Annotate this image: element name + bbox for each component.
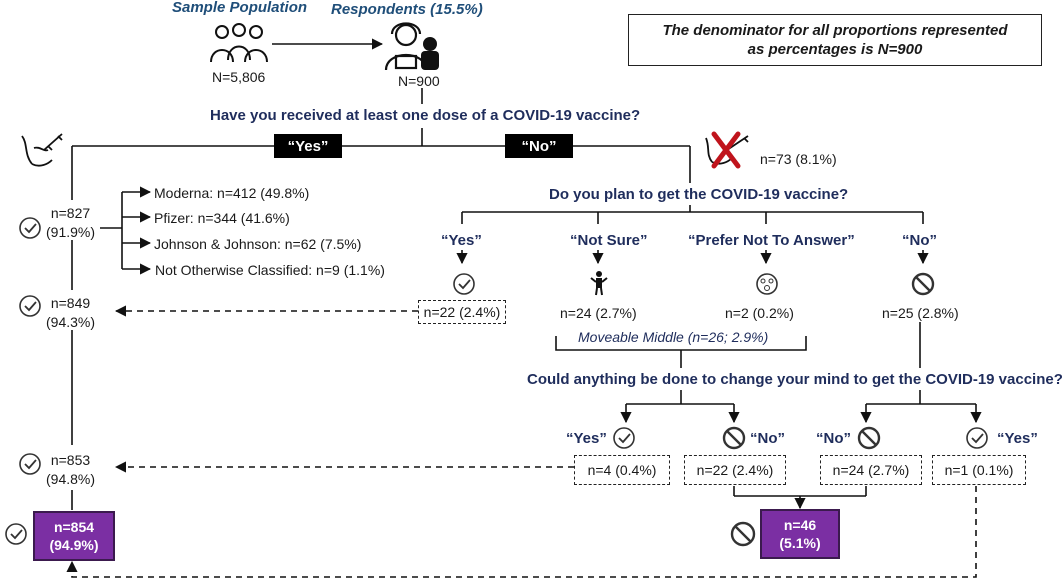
n849-value: n=849 bbox=[50, 295, 91, 311]
respondents-icon bbox=[384, 22, 439, 71]
check-circle-icon bbox=[19, 453, 41, 475]
q2-yes-count: n=22 (2.4%) bbox=[418, 300, 506, 324]
check-circle-icon bbox=[613, 427, 635, 449]
no-vaccine-icon bbox=[705, 131, 749, 169]
note-line-1: The denominator for all proportions repr… bbox=[662, 21, 1008, 39]
q1-no-label: “No” bbox=[505, 134, 573, 158]
check-circle-icon bbox=[19, 295, 41, 317]
q3-yes-a-label: “Yes” bbox=[566, 430, 607, 447]
prohibited-icon bbox=[722, 426, 746, 450]
check-circle-icon bbox=[453, 273, 475, 295]
n854-percent: (94.9%) bbox=[49, 537, 99, 553]
sample-n: N=5,806 bbox=[212, 69, 266, 85]
check-circle-icon bbox=[5, 523, 27, 545]
n853-value: n=853 bbox=[50, 452, 91, 468]
respondents-n: N=900 bbox=[398, 73, 440, 89]
respondents-label: Respondents (15.5%) bbox=[331, 1, 483, 18]
n854-value: n=854 bbox=[53, 518, 95, 535]
prohibited-icon bbox=[911, 272, 935, 296]
question-vaccine-received: Have you received at least one dose of a… bbox=[210, 107, 641, 124]
q2-no-label: “No” bbox=[902, 232, 937, 249]
n827-count: n=827 (91.9%) bbox=[46, 204, 95, 242]
q2-notsure-label: “Not Sure” bbox=[570, 232, 648, 249]
n853-percent: (94.8%) bbox=[46, 470, 96, 487]
q3-no-b-count: n=24 (2.7%) bbox=[820, 455, 922, 485]
n853-count: n=853 (94.8%) bbox=[46, 451, 95, 489]
n849-count: n=849 (94.3%) bbox=[46, 294, 95, 332]
n46-percent: (5.1%) bbox=[779, 535, 821, 551]
q3-no-a-label: “No” bbox=[750, 430, 785, 447]
q3-yes-a-count: n=4 (0.4%) bbox=[574, 455, 670, 485]
check-circle-icon bbox=[966, 427, 988, 449]
note-line-2: as percentages is N=900 bbox=[747, 41, 923, 58]
check-circle-icon bbox=[19, 217, 41, 239]
q2-yes-label: “Yes” bbox=[441, 232, 482, 249]
q3-yes-b-count: n=1 (0.1%) bbox=[932, 455, 1026, 485]
face-unsure-icon bbox=[756, 273, 778, 295]
brand-moderna: Moderna: n=412 (49.8%) bbox=[154, 185, 310, 201]
brand-noc: Not Otherwise Classified: n=9 (1.1%) bbox=[155, 262, 385, 278]
final-unvaccinated-box: n=46 (5.1%) bbox=[760, 509, 840, 559]
n827-percent: (91.9%) bbox=[46, 223, 96, 240]
moveable-middle-label: Moveable Middle (n=26; 2.9%) bbox=[578, 329, 769, 345]
sample-population-label: Sample Population bbox=[172, 0, 308, 16]
q2-prefer-count: n=2 (0.2%) bbox=[725, 305, 794, 321]
people-group-icon bbox=[210, 23, 268, 63]
q3-no-b-label: “No” bbox=[816, 430, 851, 447]
arm-injection-icon bbox=[21, 133, 63, 167]
person-shrug-icon bbox=[590, 271, 608, 296]
brand-jnj: Johnson & Johnson: n=62 (7.5%) bbox=[154, 236, 362, 252]
q1-yes-label: “Yes” bbox=[274, 134, 342, 158]
n46-value: n=46 bbox=[783, 516, 817, 533]
q3-yes-b-label: “Yes” bbox=[997, 430, 1038, 447]
prohibited-icon bbox=[857, 426, 881, 450]
n849-percent: (94.3%) bbox=[46, 313, 96, 330]
q1-no-count: n=73 (8.1%) bbox=[760, 151, 837, 167]
q2-no-count: n=25 (2.8%) bbox=[882, 305, 959, 321]
q3-no-a-count: n=22 (2.4%) bbox=[684, 455, 786, 485]
final-vaccinated-box: n=854 (94.9%) bbox=[33, 511, 115, 561]
n827-value: n=827 bbox=[50, 205, 91, 221]
q2-prefer-label: “Prefer Not To Answer” bbox=[688, 232, 855, 249]
q2-notsure-count: n=24 (2.7%) bbox=[560, 305, 637, 321]
question-plan-vaccine: Do you plan to get the COVID-19 vaccine? bbox=[549, 186, 849, 203]
brand-pfizer: Pfizer: n=344 (41.6%) bbox=[154, 210, 290, 226]
prohibited-icon bbox=[730, 521, 756, 547]
question-change-mind: Could anything be done to change your mi… bbox=[527, 371, 1063, 388]
denominator-note: The denominator for all proportions repr… bbox=[628, 14, 1042, 66]
